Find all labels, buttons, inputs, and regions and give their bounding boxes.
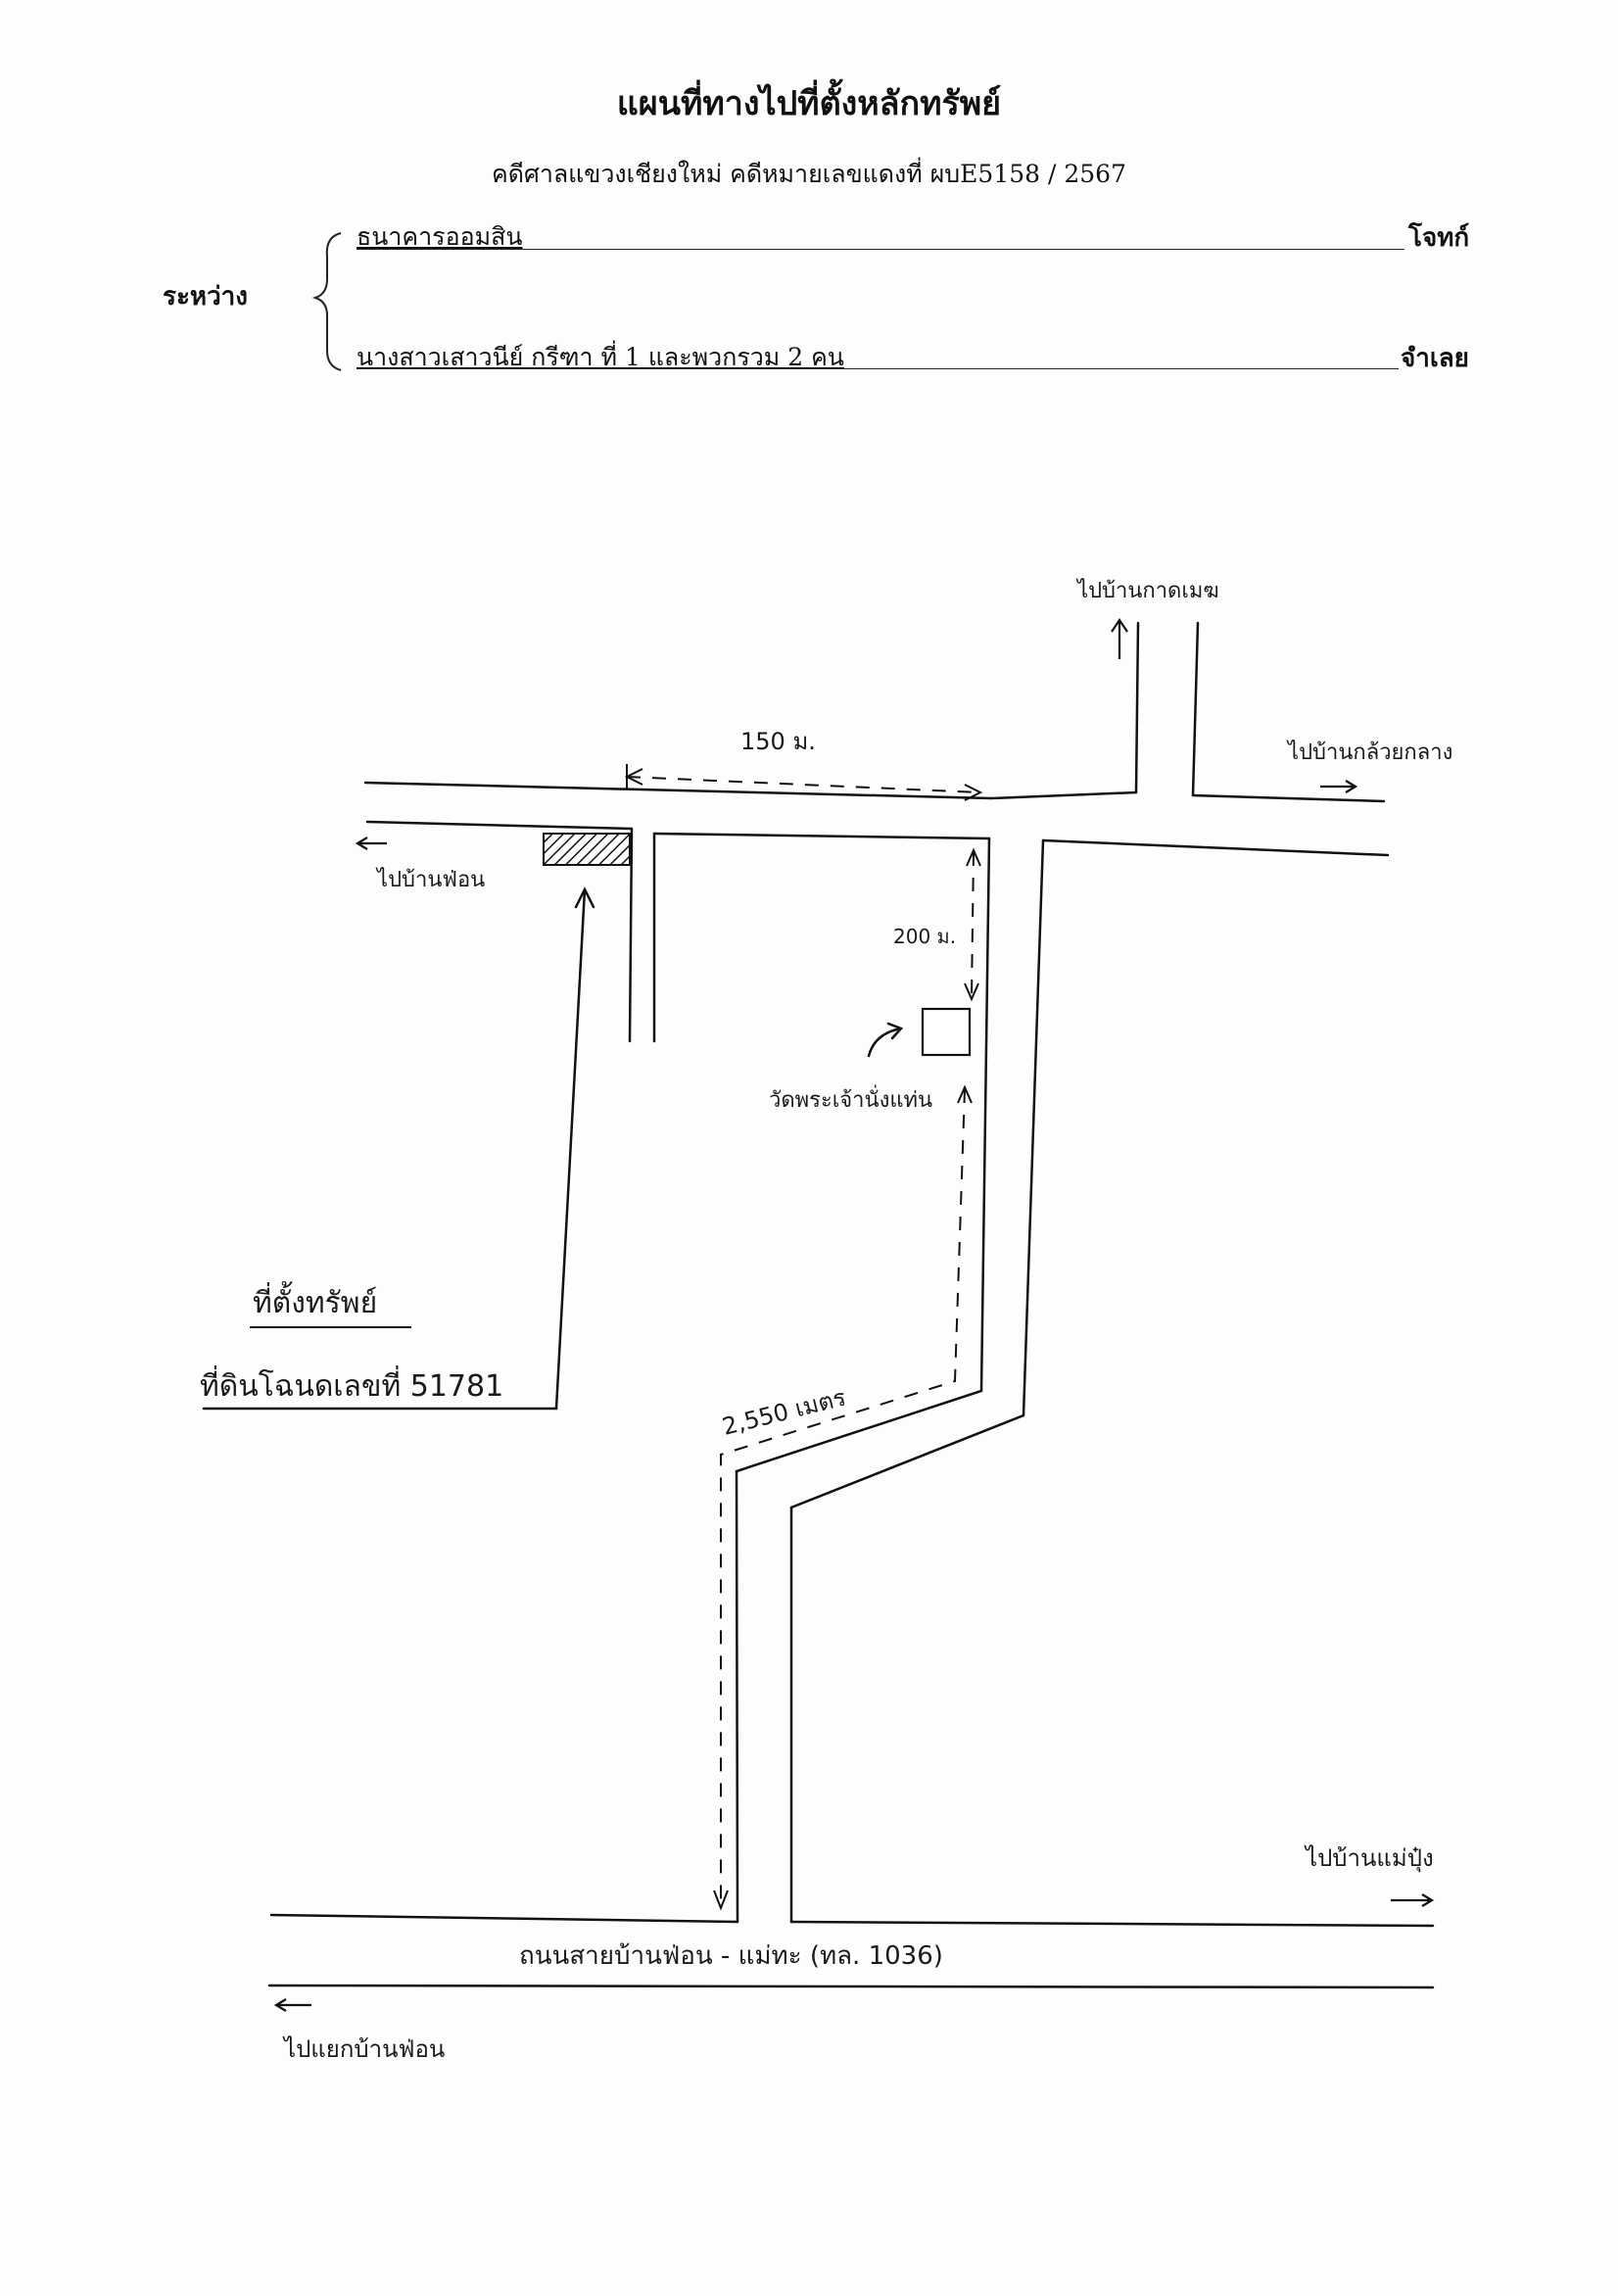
label-to-north: ไปบ้านกาดเมฆ — [1075, 578, 1219, 603]
north-road-east-edge — [1191, 621, 1200, 797]
label-temple-distance: 200 ม. — [893, 925, 956, 948]
temple-marker-box — [921, 1007, 972, 1057]
defendant-name: นางสาวเสาวนีย์ กรีฑา ที่ 1 และพวกรวม 2 ค… — [357, 343, 844, 371]
highway-upper-edge-west — [269, 1913, 739, 1924]
defendant-underline — [357, 368, 1399, 369]
property-pointer-arrowhead — [574, 886, 595, 909]
top-road-lower-edge-mid — [652, 832, 991, 840]
plaintiff-name: ธนาคารออมสิน — [357, 222, 523, 251]
route-dashed-to-temple — [971, 851, 975, 998]
label-to-east-top: ไปบ้านกล้วยกลาง — [1286, 740, 1452, 765]
west-top-direction-arrow — [355, 837, 387, 850]
highway-lower-edge — [267, 1984, 1435, 1989]
plaintiff-role: โจทก์ — [1408, 223, 1470, 253]
plaintiff-underline — [357, 249, 1404, 250]
property-plot-hatched — [543, 833, 631, 866]
east-top-direction-arrow — [1320, 780, 1358, 793]
connector-road-east-edge — [789, 838, 1045, 1924]
north-road-west-edge — [1134, 621, 1140, 794]
label-top-road-distance: 150 ม. — [740, 728, 816, 755]
top-dim-arrow-right — [964, 784, 983, 801]
main-route-arrow-bottom — [713, 1889, 729, 1911]
between-label: ระหว่าง — [163, 282, 248, 311]
temple-dim-arrow-top — [966, 847, 981, 867]
page-title: แผนที่ทางไปที่ตั้งหลักทรัพย์ — [616, 84, 1002, 123]
west-bottom-direction-arrow — [273, 1998, 311, 2012]
property-pointer-line — [202, 887, 587, 1411]
label-main-road: ถนนสายบ้านฟ่อน - แม่ทะ (ทล. 1036) — [519, 1941, 943, 1971]
label-property-title: ที่ตั้งทรัพย์ — [253, 1281, 377, 1320]
east-bottom-direction-arrow — [1391, 1893, 1435, 1907]
label-to-west-top: ไปบ้านฟ่อน — [375, 867, 485, 892]
route-dashed-main — [720, 1088, 966, 1905]
temple-pointer-arrowhead — [886, 1022, 904, 1040]
case-number-line: คดีศาลแขวงเชียงใหม่ คดีหมายเลขแดงที่ ผบE… — [492, 160, 1126, 188]
main-route-arrow-top — [957, 1084, 973, 1104]
top-road-upper-edge — [363, 781, 1138, 800]
label-to-east-bottom: ไปบ้านแม่ปุ๋ง — [1304, 1844, 1434, 1873]
label-main-route-distance: 2,550 เมตร — [720, 1383, 849, 1440]
top-road-lower-edge-east — [1041, 838, 1390, 857]
label-temple: วัดพระเจ้านั่งแท่น — [769, 1084, 932, 1113]
label-to-west-bottom: ไปแยกบ้านฟ่อน — [282, 2035, 445, 2063]
top-road-upper-edge-east — [1191, 793, 1386, 803]
defendant-role: จำเลย — [1401, 344, 1469, 373]
highway-upper-edge-east — [789, 1920, 1435, 1928]
label-property-detail: ที่ดินโฉนดเลขที่ 51781 — [200, 1365, 503, 1404]
temple-dim-arrow-bottom — [964, 982, 979, 1002]
top-road-lower-edge — [365, 820, 634, 831]
north-direction-arrow — [1111, 618, 1128, 659]
stub-road-west-edge — [628, 827, 634, 1043]
connector-road-west-edge — [735, 837, 991, 1924]
temple-pointer-curve — [867, 1027, 903, 1058]
route-dashed-top — [626, 776, 980, 793]
